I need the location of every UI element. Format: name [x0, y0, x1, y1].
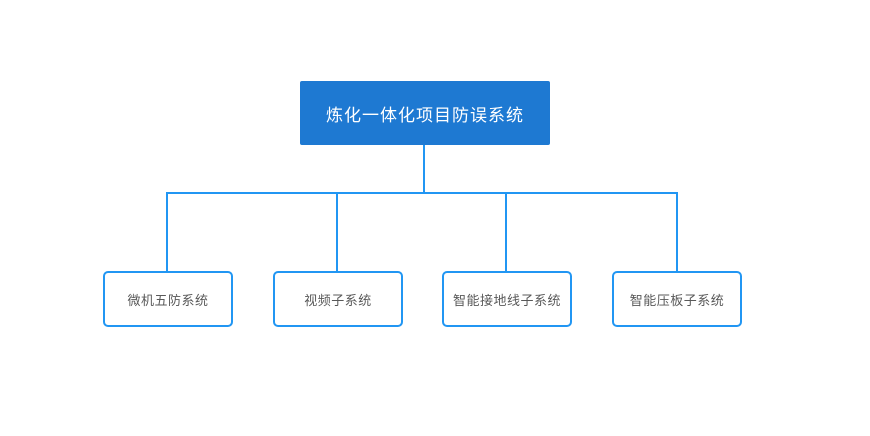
- connector-drop-1: [166, 193, 168, 272]
- child-node-grounding-wire[interactable]: 智能接地线子系统: [442, 271, 572, 327]
- connector-rail: [166, 192, 678, 194]
- root-node-label: 炼化一体化项目防误系统: [326, 105, 524, 125]
- child-node-label: 视频子系统: [304, 292, 372, 308]
- child-node-label: 智能接地线子系统: [452, 292, 561, 308]
- child-node-label: 智能压板子系统: [629, 292, 725, 308]
- child-node-pressure-plate[interactable]: 智能压板子系统: [612, 271, 742, 327]
- child-node-wujifang[interactable]: 微机五防系统: [103, 271, 233, 327]
- connector-drop-2: [336, 193, 338, 272]
- connector-drop-3: [505, 193, 507, 272]
- child-node-label: 微机五防系统: [127, 292, 209, 308]
- child-node-video[interactable]: 视频子系统: [273, 271, 403, 327]
- connector-drop-4: [676, 193, 678, 272]
- connector-root-stub: [423, 145, 425, 193]
- root-node[interactable]: 炼化一体化项目防误系统: [300, 81, 550, 145]
